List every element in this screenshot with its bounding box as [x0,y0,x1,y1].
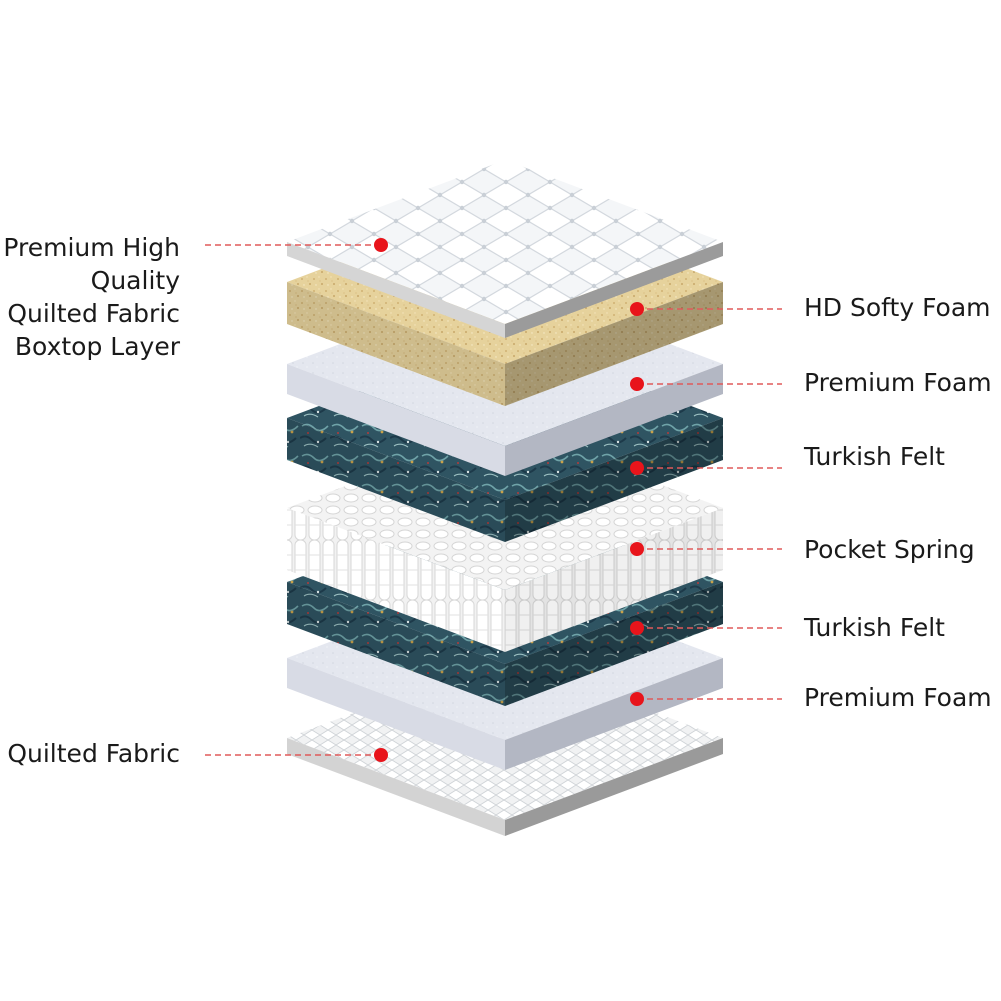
hd-softy-foam-layer-left-shade [287,282,505,406]
label-pocket-spring: Pocket Spring [804,535,975,564]
leader-premium-foam-top-pointer-dot [630,377,644,391]
turkish-felt-bottom-layer-right-shade [505,582,723,706]
label-turkish-felt-top: Turkish Felt [804,442,945,471]
label-turkish-felt-bottom: Turkish Felt [804,613,945,642]
premium-foam-bottom-layer-left-face [287,658,505,770]
quilted-fabric-bottom-layer-right-face [505,738,723,836]
mattress-layer-stack [287,160,723,836]
leader-pocket-spring-pointer-dot [630,542,644,556]
quilted-boxtop-layer-left-face [287,242,505,338]
label-premium-foam-top: Premium Foam [804,368,992,397]
premium-foam-top-layer-right-face [505,364,723,476]
turkish-felt-bottom-layer-right-face [505,582,723,706]
hd-softy-foam-layer-right-shade [505,282,723,406]
leader-hd-softy-foam-pointer-dot [630,302,644,316]
pocket-spring-layer-left-face [287,508,505,652]
pocket-spring-layer-right-face [505,508,723,652]
hd-softy-foam-layer-right-face [505,282,723,406]
leader-turkish-felt-bottom-pointer-dot [630,621,644,635]
turkish-felt-top-layer-right-face [505,418,723,542]
turkish-felt-top-layer-right-shade [505,418,723,542]
quilted-fabric-bottom-layer-left-face [287,738,505,836]
turkish-felt-top-layer-left-face [287,418,505,542]
label-premium-foam-bottom: Premium Foam [804,683,992,712]
turkish-felt-bottom-layer-left-face [287,582,505,706]
pocket-spring-layer-right-shade [505,508,723,652]
leader-boxtop-pointer-dot [374,238,388,252]
label-quilted-fabric: Quilted Fabric [7,739,180,768]
label-hd-softy-foam: HD Softy Foam [804,293,991,322]
leader-turkish-felt-top-pointer-dot [630,461,644,475]
premium-foam-bottom-layer-right-face [505,658,723,770]
quilted-boxtop-layer-right-face [505,242,723,338]
label-boxtop-layer: Premium High Quality Quilted Fabric Boxt… [3,233,180,361]
leader-premium-foam-bottom-pointer-dot [630,692,644,706]
turkish-felt-bottom-layer-left-shade [287,582,505,706]
turkish-felt-top-layer-left-shade [287,418,505,542]
premium-foam-top-layer-left-face [287,364,505,476]
leader-lines [205,238,782,762]
hd-softy-foam-layer-left-face [287,282,505,406]
quilted-boxtop-layer [287,160,723,338]
leader-quilted-fabric-pointer-dot [374,748,388,762]
